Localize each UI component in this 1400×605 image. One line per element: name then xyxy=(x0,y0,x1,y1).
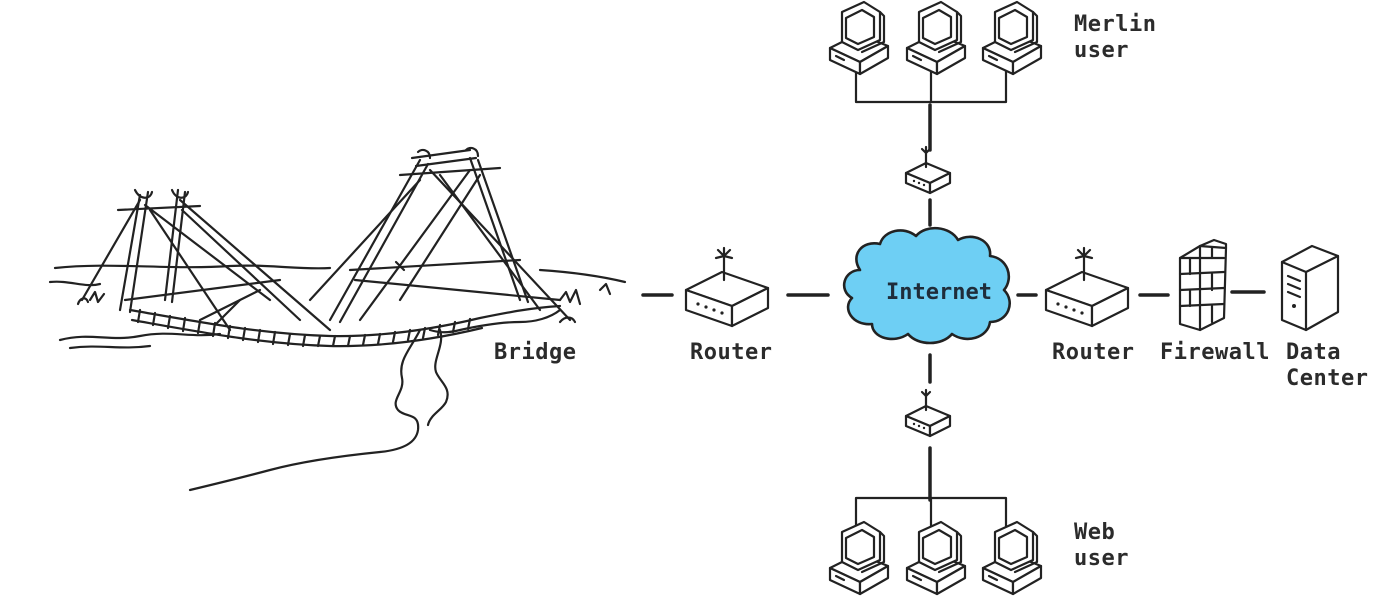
internet-label: Internet xyxy=(886,280,992,305)
data-center-label-line2: Center xyxy=(1286,366,1369,391)
computer-icon xyxy=(905,0,967,76)
modem-icon xyxy=(904,388,952,438)
web-user-label-line1: Web xyxy=(1074,520,1116,545)
merlin-user-label-line2: user xyxy=(1074,38,1129,63)
computer-icon xyxy=(828,520,890,596)
merlin-user-bus xyxy=(854,68,1008,104)
router-icon xyxy=(1044,246,1130,328)
computer-icon xyxy=(905,520,967,596)
server-icon xyxy=(1280,244,1340,332)
data-center-label: Data Center xyxy=(1286,340,1368,392)
firewall-label: Firewall xyxy=(1160,340,1270,365)
web-user-label-line2: user xyxy=(1074,546,1129,571)
merlin-user-label-line1: Merlin xyxy=(1074,12,1157,37)
computer-icon xyxy=(981,520,1043,596)
bridge-label: Bridge xyxy=(494,340,577,365)
router-left-label: Router xyxy=(690,340,773,365)
web-user-bus xyxy=(854,496,1008,530)
merlin-user-label: Merlin user xyxy=(1074,12,1156,64)
web-user-label: Web user xyxy=(1074,520,1129,572)
modem-icon xyxy=(904,145,952,195)
router-icon xyxy=(684,246,770,328)
computer-icon xyxy=(981,0,1043,76)
bridge-sketch-icon xyxy=(48,146,627,492)
firewall-icon xyxy=(1178,238,1228,332)
cloud-icon xyxy=(842,226,1011,345)
router-right-label: Router xyxy=(1052,340,1135,365)
data-center-label-line1: Data xyxy=(1286,340,1341,365)
connection-lines xyxy=(641,103,1266,502)
computer-icon xyxy=(828,0,890,76)
